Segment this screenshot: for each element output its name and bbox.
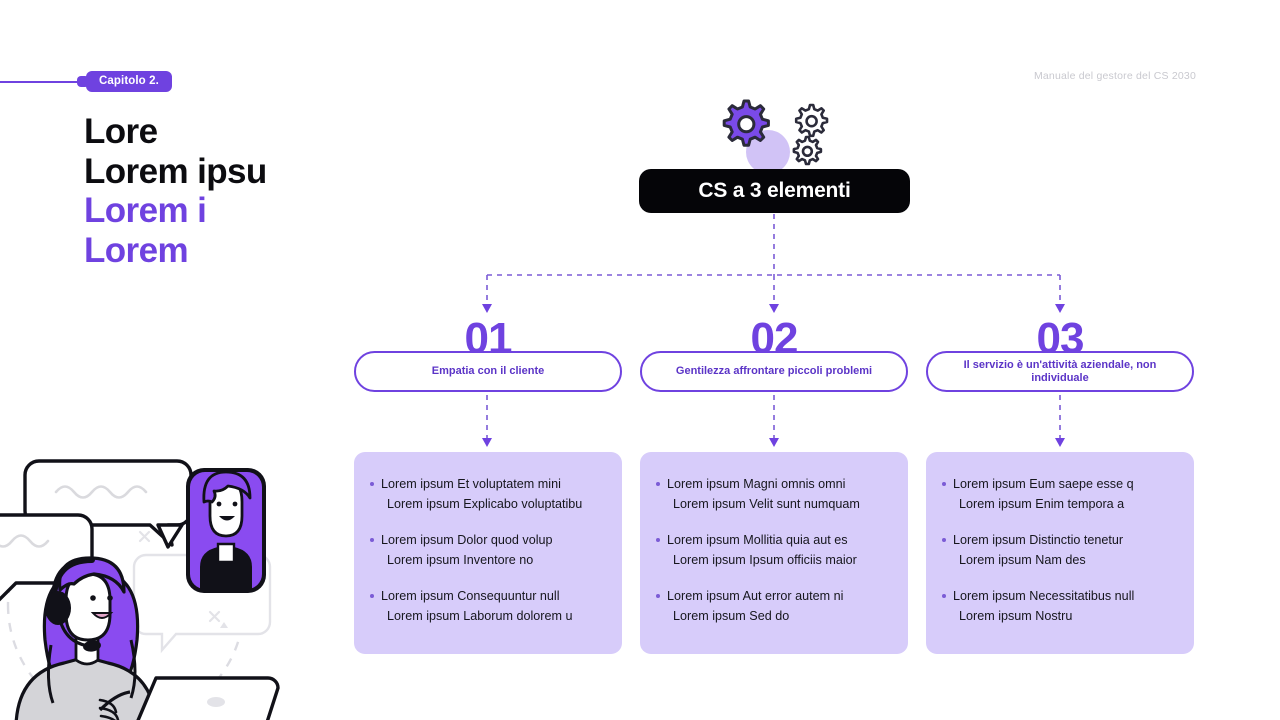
- bullet-line-1: Lorem ipsum Magni omnis omni: [667, 477, 846, 491]
- bullet-line-1: Lorem ipsum Consequuntur null: [381, 589, 560, 603]
- list-item: Lorem ipsum Et voluptatem mini Lorem ips…: [370, 474, 608, 514]
- page-title: Lore Lorem ipsu Lorem i Lorem: [84, 112, 504, 270]
- bullet-line-1: Lorem ipsum Dolor quod volup: [381, 533, 553, 547]
- bullet-line-2: Lorem ipsum Nostru: [959, 609, 1073, 623]
- list-item: Lorem ipsum Aut error autem ni Lorem ips…: [656, 586, 894, 626]
- list-item: Lorem ipsum Mollitia quia aut es Lorem i…: [656, 530, 894, 570]
- bullet-line-2: Lorem ipsum Sed do: [673, 609, 790, 623]
- manual-label: Manuale del gestore del CS 2030: [1033, 70, 1196, 82]
- list-item: Lorem ipsum Necessitatibus null Lorem ip…: [942, 586, 1180, 626]
- bullet-text: Lorem ipsum Magni omnis omni Lorem ipsum…: [667, 474, 860, 514]
- list-item: Lorem ipsum Eum saepe esse q Lorem ipsum…: [942, 474, 1180, 514]
- bullet-dot-icon: [370, 482, 374, 486]
- bullet-text: Lorem ipsum Aut error autem ni Lorem ips…: [667, 586, 843, 626]
- bullet-line-2: Lorem ipsum Explicabo voluptatibu: [387, 497, 583, 511]
- label-pill-02-text: Gentilezza affrontare piccoli problemi: [675, 365, 873, 377]
- list-item: Lorem ipsum Dolor quod volup Lorem ipsum…: [370, 530, 608, 570]
- bullet-line-2: Lorem ipsum Ipsum officiis maior: [673, 553, 857, 567]
- content-card-03: Lorem ipsum Eum saepe esse q Lorem ipsum…: [926, 452, 1194, 654]
- bullet-line-2: Lorem ipsum Velit sunt numquam: [673, 497, 860, 511]
- gears-icon: [706, 97, 841, 177]
- label-pill-03-text: Il servizio è un'attività aziendale, non…: [963, 358, 1157, 384]
- bullet-text: Lorem ipsum Et voluptatem mini Lorem ips…: [381, 474, 582, 514]
- chapter-badge: Capitolo 2.: [77, 71, 172, 92]
- bullet-dot-icon: [656, 538, 660, 542]
- title-line-4: Lorem: [84, 230, 189, 270]
- bullet-dot-icon: [942, 594, 946, 598]
- label-pill-01-text: Empatia con il cliente: [431, 365, 545, 377]
- bullet-dot-icon: [942, 538, 946, 542]
- content-card-01: Lorem ipsum Et voluptatem mini Lorem ips…: [354, 452, 622, 654]
- label-pill-01[interactable]: Empatia con il cliente: [354, 351, 622, 392]
- bullet-dot-icon: [656, 594, 660, 598]
- list-item: Lorem ipsum Distinctio tenetur Lorem ips…: [942, 530, 1180, 570]
- bullet-line-1: Lorem ipsum Necessitatibus null: [953, 589, 1135, 603]
- bullet-dot-icon: [370, 594, 374, 598]
- bullet-dot-icon: [656, 482, 660, 486]
- bullet-line-1: Lorem ipsum Mollitia quia aut es: [667, 533, 848, 547]
- content-card-02: Lorem ipsum Magni omnis omni Lorem ipsum…: [640, 452, 908, 654]
- bullet-text: Lorem ipsum Mollitia quia aut es Lorem i…: [667, 530, 857, 570]
- title-line-1: Lore: [84, 112, 158, 151]
- bullet-line-2: Lorem ipsum Inventore no: [387, 553, 534, 567]
- bullet-line-1: Lorem ipsum Distinctio tenetur: [953, 533, 1124, 547]
- bullet-line-1: Lorem ipsum Eum saepe esse q: [953, 477, 1134, 491]
- customer-support-illustration: [0, 440, 288, 720]
- list-item: Lorem ipsum Consequuntur null Lorem ipsu…: [370, 586, 608, 626]
- bullet-line-2: Lorem ipsum Laborum dolorem u: [387, 609, 573, 623]
- bullet-text: Lorem ipsum Consequuntur null Lorem ipsu…: [381, 586, 573, 626]
- bullet-line-1: Lorem ipsum Aut error autem ni: [667, 589, 844, 603]
- title-line-3: Lorem i: [84, 191, 207, 230]
- bullet-text: Lorem ipsum Dolor quod volup Lorem ipsum…: [381, 530, 553, 570]
- title-line-2: Lorem ipsu: [84, 151, 267, 191]
- bullet-line-2: Lorem ipsum Nam des: [959, 553, 1086, 567]
- hero-pill-label: CS a 3 elementi: [698, 179, 851, 202]
- hero-pill: CS a 3 elementi: [639, 169, 910, 213]
- bullet-text: Lorem ipsum Necessitatibus null Lorem ip…: [953, 586, 1134, 626]
- bullet-dot-icon: [370, 538, 374, 542]
- bullet-text: Lorem ipsum Eum saepe esse q Lorem ipsum…: [953, 474, 1134, 514]
- bullet-dot-icon: [942, 482, 946, 486]
- bullet-text: Lorem ipsum Distinctio tenetur Lorem ips…: [953, 530, 1123, 570]
- label-pill-02[interactable]: Gentilezza affrontare piccoli problemi: [640, 351, 908, 392]
- chapter-connector-line: [0, 81, 78, 83]
- list-item: Lorem ipsum Magni omnis omni Lorem ipsum…: [656, 474, 894, 514]
- bullet-line-1: Lorem ipsum Et voluptatem mini: [381, 477, 561, 491]
- label-pill-03[interactable]: Il servizio è un'attività aziendale, non…: [926, 351, 1194, 392]
- bullet-line-2: Lorem ipsum Enim tempora a: [959, 497, 1125, 511]
